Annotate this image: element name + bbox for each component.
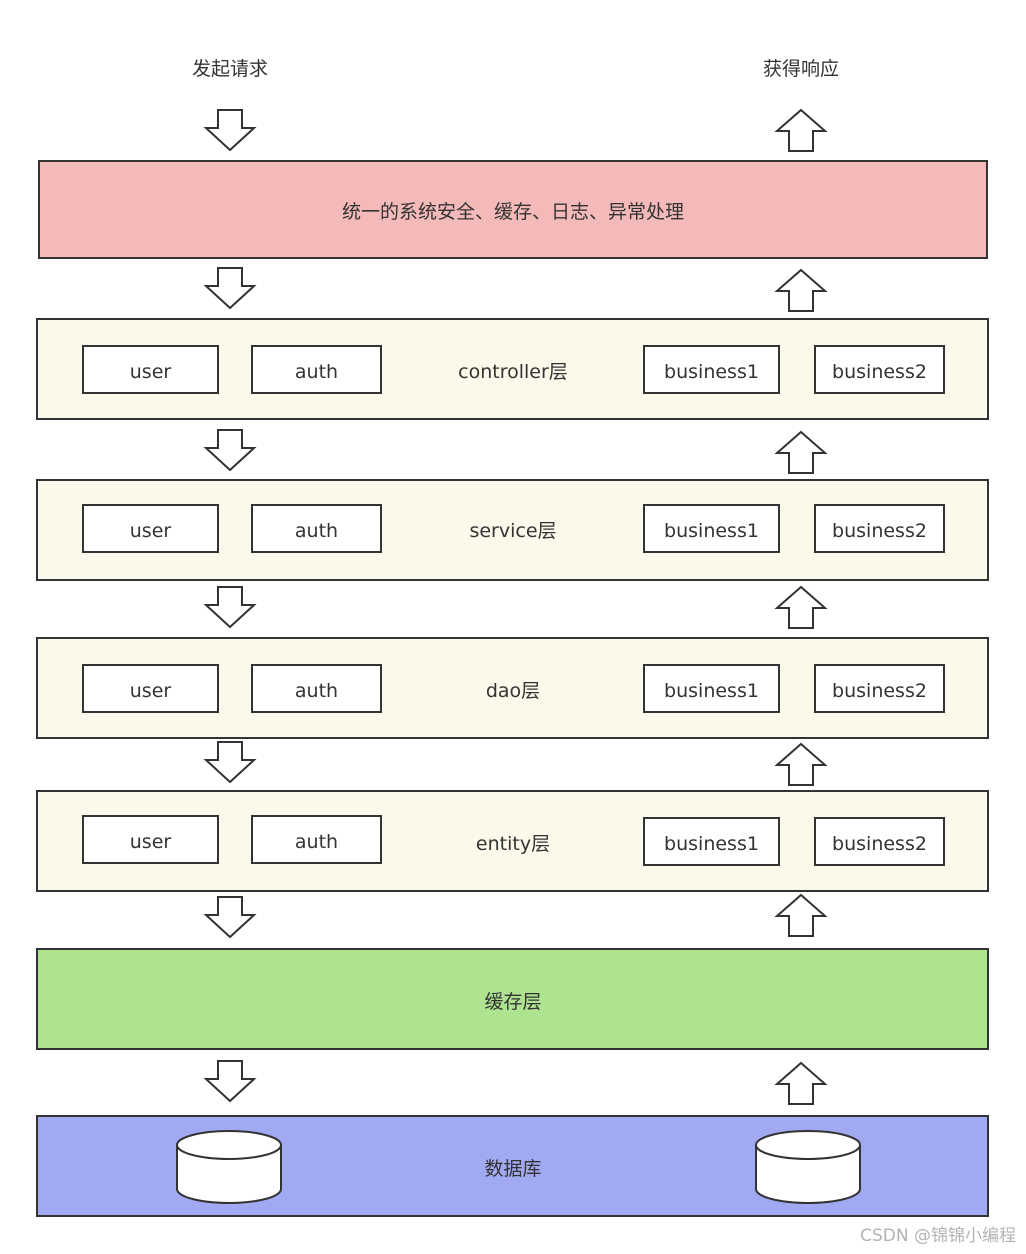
layer-title: 数据库 [484,1158,541,1180]
module-business1: business1 [664,361,759,383]
module-box [643,664,780,713]
module-auth: auth [295,831,338,853]
layer-box [36,948,989,1050]
module-box [814,817,945,866]
layer-database: 数据库 [36,1115,989,1217]
module-box [814,664,945,713]
layer-controller: controller层 user auth business1 business… [36,318,989,420]
arrow-down-icon [203,429,257,472]
request-flow-arrows [203,109,257,1103]
layer-service: service层 user auth business1 business2 [36,479,989,581]
arrow-down-icon [203,586,257,629]
layer-title: 缓存层 [484,991,541,1013]
module-auth: auth [295,680,338,702]
module-box [251,664,382,713]
response-flow-arrows [774,108,828,1105]
request-label: 发起请求 [192,58,268,80]
arrow-down-icon [203,109,257,152]
arrow-up-icon [774,585,828,629]
module-box [82,504,219,553]
module-auth: auth [295,361,338,383]
arrow-up-icon [774,742,828,786]
layer-cache: 缓存层 [36,948,989,1050]
database-icon [755,1130,861,1204]
arrow-down-icon [203,267,257,310]
module-box [82,815,219,864]
module-business2: business2 [832,680,927,702]
module-box [814,504,945,553]
module-box [82,664,219,713]
module-box [251,504,382,553]
module-auth: auth [295,520,338,542]
arrow-up-icon [774,893,828,937]
layer-title: 统一的系统安全、缓存、日志、异常处理 [342,201,684,223]
module-business1: business1 [664,680,759,702]
module-business2: business2 [832,361,927,383]
arrow-up-icon [774,430,828,474]
watermark: CSDN @锦锦小编程 [860,1226,1016,1246]
layer-title: dao层 [486,680,540,702]
layer-title: entity层 [476,833,550,855]
arrow-up-icon [774,1061,828,1105]
module-user: user [130,831,172,853]
layer-title: controller层 [458,361,568,383]
module-business2: business2 [832,520,927,542]
arrow-down-icon [203,896,257,939]
database-icon [176,1130,282,1204]
layer-title: service层 [469,520,556,542]
module-business1: business1 [664,833,759,855]
module-business2: business2 [832,833,927,855]
layer-entity: entity层 user auth business1 business2 [36,790,989,892]
response-label: 获得响应 [763,58,839,80]
module-box [82,345,219,394]
arrow-down-icon [203,741,257,784]
layer-dao: dao层 user auth business1 business2 [36,637,989,739]
module-box [643,817,780,866]
layer-box [38,160,988,259]
module-box [643,345,780,394]
module-business1: business1 [664,520,759,542]
module-box [814,345,945,394]
module-user: user [130,520,172,542]
module-box [251,345,382,394]
module-user: user [130,361,172,383]
arrow-up-icon [774,268,828,312]
arrow-down-icon [203,1060,257,1103]
module-box [251,815,382,864]
arrow-up-icon [774,108,828,152]
layer-cross-cutting: 统一的系统安全、缓存、日志、异常处理 [38,160,988,259]
module-box [643,504,780,553]
module-user: user [130,680,172,702]
